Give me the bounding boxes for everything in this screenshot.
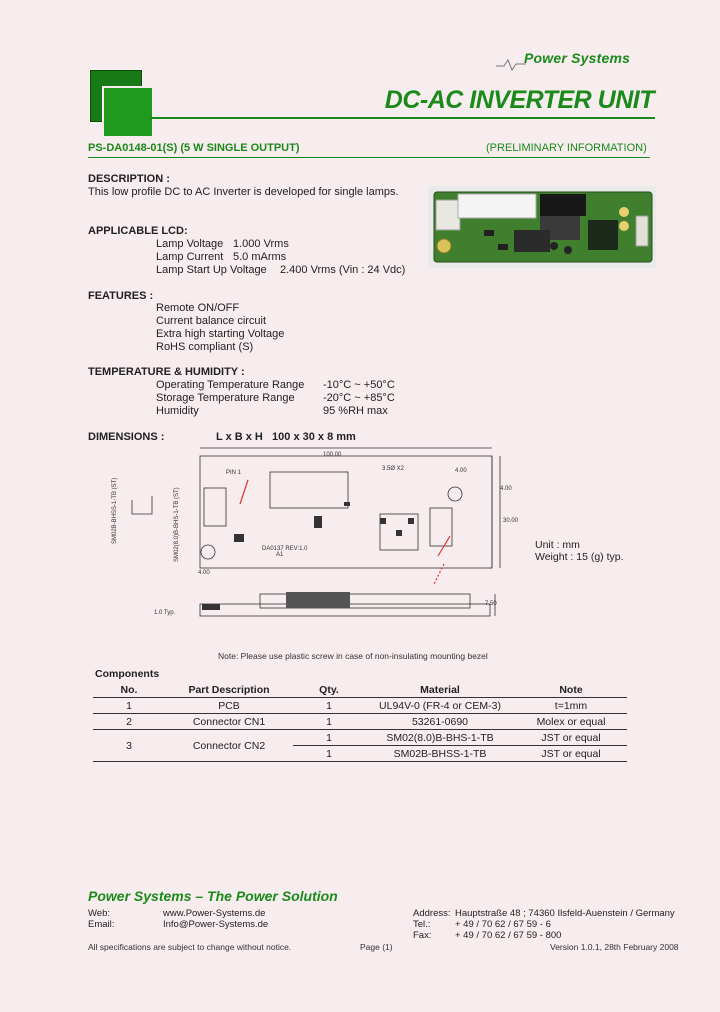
dim-pin1: PIN 1	[226, 470, 242, 476]
dim-bottom-left: 4.00	[198, 570, 210, 576]
cell-desc: Connector CN2	[165, 729, 293, 762]
logo-square-front	[102, 86, 154, 138]
lcd-heading: APPLICABLE LCD:	[88, 225, 188, 237]
brand-logo: Power Systems	[524, 50, 631, 66]
cell-no: 3	[93, 729, 165, 762]
footer-title: Power Systems – The Power Solution	[88, 888, 338, 904]
feature-item: RoHS compliant (S)	[156, 341, 254, 353]
col-header: Part Description	[165, 682, 293, 698]
version-info: Version 1.0.1, 28th February 2008	[550, 942, 679, 952]
cell-material: 53261-0690	[411, 715, 469, 728]
mechanical-drawing: 100.00 PIN 1 3.5Ø X2 4.00 4.00 30.00 4.0…	[112, 447, 519, 617]
web-link[interactable]: www.Power-Systems.de	[163, 908, 266, 919]
dim-board-text: DA0137 REV:1.0	[262, 546, 308, 552]
temp-heading: TEMPERATURE & HUMIDITY :	[88, 366, 245, 378]
mounting-note: Note: Please use plastic screw in case o…	[218, 651, 488, 661]
cell-material: UL94V-0 (FR-4 or CEM-3)	[379, 699, 501, 712]
table-row: 1 SM02B-BHSS-1-TB JST or equal	[93, 746, 627, 762]
pcb-photo	[428, 186, 656, 268]
dim-right-top: 4.00	[455, 468, 467, 474]
address-value: Hauptstraße 48 ; 74360 Ilsfeld-Auenstein…	[455, 908, 675, 919]
cell-qty: 1	[326, 747, 332, 760]
preliminary-note: (PRELIMINARY INFORMATION)	[486, 142, 647, 154]
fax-label: Fax:	[413, 930, 432, 941]
features-heading: FEATURES :	[88, 290, 154, 302]
feature-item: Extra high starting Voltage	[156, 328, 285, 340]
page-number: Page (1)	[360, 942, 393, 952]
feature-item: Remote ON/OFF	[156, 302, 240, 314]
dimensions-heading: DIMENSIONS :	[88, 431, 165, 443]
lcd-label: Lamp Voltage	[156, 238, 224, 250]
title-rule	[150, 117, 655, 119]
table-row: 1 PCB 1 UL94V-0 (FR-4 or CEM-3) t=1mm	[93, 698, 627, 714]
cell-note: JST or equal	[541, 731, 601, 744]
subtitle-rule	[88, 157, 650, 158]
dimensions-value: L x B x H 100 x 30 x 8 mm	[216, 431, 356, 443]
dim-right-mid: 4.00	[500, 486, 512, 492]
lcd-value: 1.000 Vrms	[233, 238, 289, 250]
temp-value: -20°C ~ +85°C	[323, 392, 395, 404]
cell-no: 1	[126, 699, 132, 712]
table-row: 2 Connector CN1 1 53261-0690 Molex or eq…	[93, 714, 627, 730]
cell-material: SM02(8.0)B-BHS-1-TB	[386, 731, 494, 744]
col-header: Note	[515, 682, 627, 698]
cell-note: t=1mm	[554, 699, 588, 712]
feature-item: Current balance circuit	[156, 315, 267, 327]
table-header-row: No. Part Description Qty. Material Note	[93, 682, 627, 698]
dim-hole: 3.5Ø X2	[382, 466, 405, 472]
description-heading: DESCRIPTION :	[88, 173, 170, 185]
temp-value: 95 %RH max	[323, 405, 388, 417]
temp-label: Operating Temperature Range	[156, 379, 305, 391]
web-label: Web:	[88, 908, 111, 919]
cell-no: 2	[126, 715, 132, 728]
temp-value: -10°C ~ +50°C	[323, 379, 395, 391]
address-label: Address:	[413, 908, 451, 919]
dim-side-typ: 1.0 Typ.	[154, 610, 176, 616]
tel-label: Tel.:	[413, 919, 431, 930]
cell-note: JST or equal	[541, 747, 601, 760]
components-heading: Components	[95, 668, 160, 680]
cell-qty: 1	[326, 715, 332, 728]
pulse-icon	[496, 58, 526, 72]
dim-height: 30.00	[503, 518, 519, 524]
disclaimer: All specifications are subject to change…	[88, 942, 292, 952]
lcd-label: Lamp Start Up Voltage	[156, 264, 267, 276]
col-header: No.	[93, 682, 165, 698]
cell-desc: Connector CN1	[192, 715, 266, 728]
unit-label: Unit : mm	[535, 539, 580, 551]
cell-qty: 1	[326, 699, 332, 712]
page-title: DC-AC INVERTER UNIT	[384, 86, 655, 114]
temp-label: Humidity	[156, 405, 199, 417]
tel-value: + 49 / 70 62 / 67 59 - 6	[455, 919, 551, 930]
dim-side-height: 7.50	[485, 601, 497, 607]
lcd-value: 2.400 Vrms (Vin : 24 Vdc)	[280, 264, 406, 276]
cell-material: SM02B-BHSS-1-TB	[393, 747, 487, 760]
cell-desc: PCB	[218, 699, 240, 712]
components-table: No. Part Description Qty. Material Note …	[93, 682, 627, 762]
weight-label: Weight : 15 (g) typ.	[535, 551, 624, 563]
fax-value: + 49 / 70 62 / 67 59 - 800	[455, 930, 562, 941]
email-label: Email:	[88, 919, 115, 930]
dim-conn1: SM02B-BHSS-1-TB (ST)	[112, 478, 118, 544]
description-text: This low profile DC to AC Inverter is de…	[88, 186, 399, 198]
email-link[interactable]: Info@Power-Systems.de	[163, 919, 269, 930]
cell-note: Molex or equal	[536, 715, 606, 728]
table-row: 3 Connector CN2 1 SM02(8.0)B-BHS-1-TB JS…	[93, 729, 627, 762]
col-header: Material	[365, 682, 515, 698]
col-header: Qty.	[293, 682, 365, 698]
model-number: PS-DA0148-01(S) (5 W SINGLE OUTPUT)	[88, 142, 300, 154]
dim-length: 100.00	[323, 452, 342, 458]
dim-board-sub: A1	[276, 552, 284, 558]
dim-conn2: SM02(8.0)B-BHS-1-TB (ST)	[174, 487, 180, 562]
lcd-value: 5.0 mArms	[233, 251, 287, 263]
temp-label: Storage Temperature Range	[156, 392, 295, 404]
cell-qty: 1	[326, 731, 332, 744]
lcd-label: Lamp Current	[156, 251, 224, 263]
